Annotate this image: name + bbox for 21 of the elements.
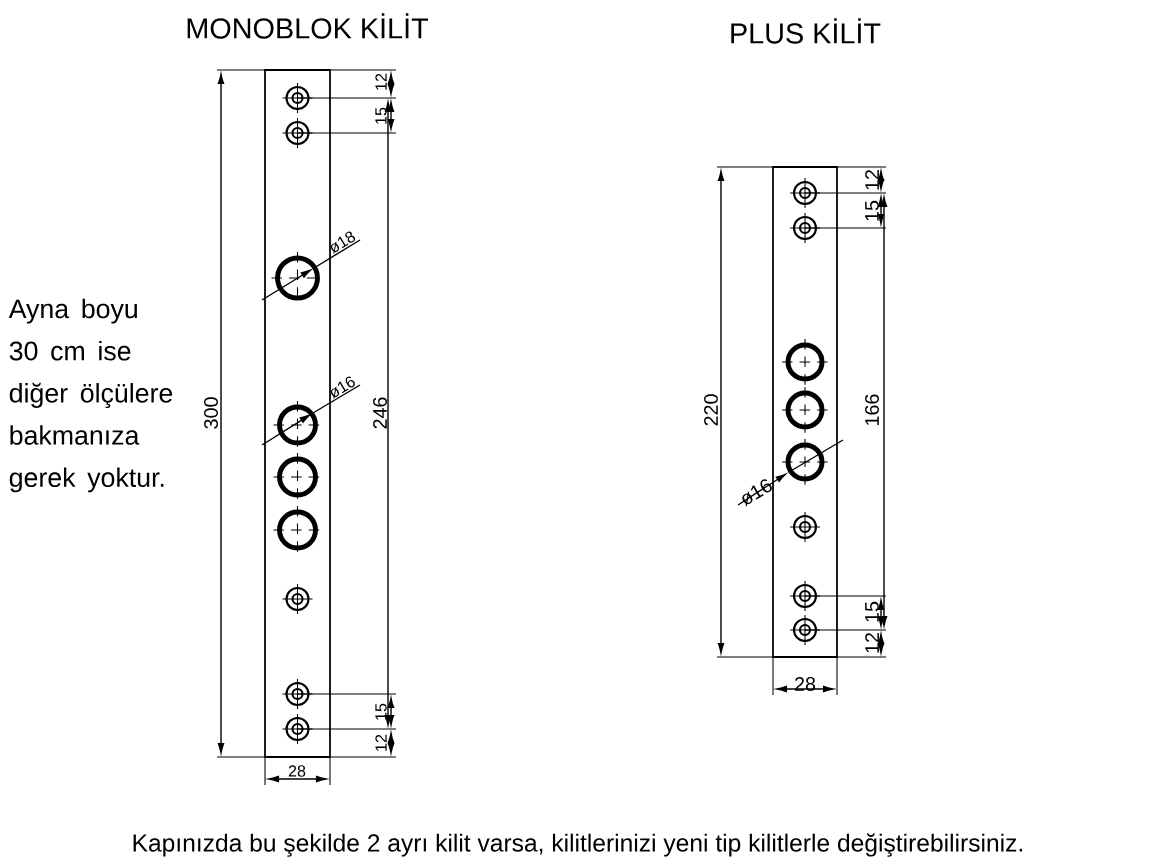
heading: MONOBLOK KİLİT	[187, 13, 428, 39]
dimension-text: 28	[795, 677, 816, 691]
dimension-text: 15	[375, 703, 387, 720]
dimension-text: ø16	[742, 479, 772, 507]
caption: Kapınızda bu şekilde 2 ayrı kilit varsa, kilitlerinizi yeni tip kilitlerle değiştirebilirsiniz.	[133, 833, 1022, 857]
dimension-text: 246	[373, 397, 387, 429]
dimension-text: 28	[288, 765, 306, 777]
dimension-text: 12	[375, 73, 387, 90]
dimension-text: 166	[865, 394, 879, 425]
dimension-text: 15	[865, 601, 879, 622]
heading: PLUS KİLİT	[731, 18, 881, 44]
dimension-text: 12	[865, 633, 879, 653]
dimension-text: 15	[375, 107, 387, 124]
dimension-text: ø16	[330, 376, 355, 399]
dimension-text: 12	[375, 734, 387, 751]
dimension-text: 15	[865, 200, 879, 221]
dimension-text: 220	[704, 394, 718, 426]
note-text: Ayna boyu 30 cm ise diğer ölçülere bakmanıza gerek yoktur.	[8, 298, 173, 493]
dimension-text: 12	[865, 170, 879, 190]
dimension-text: ø18	[330, 231, 356, 254]
dimension-text: 300	[204, 397, 218, 429]
